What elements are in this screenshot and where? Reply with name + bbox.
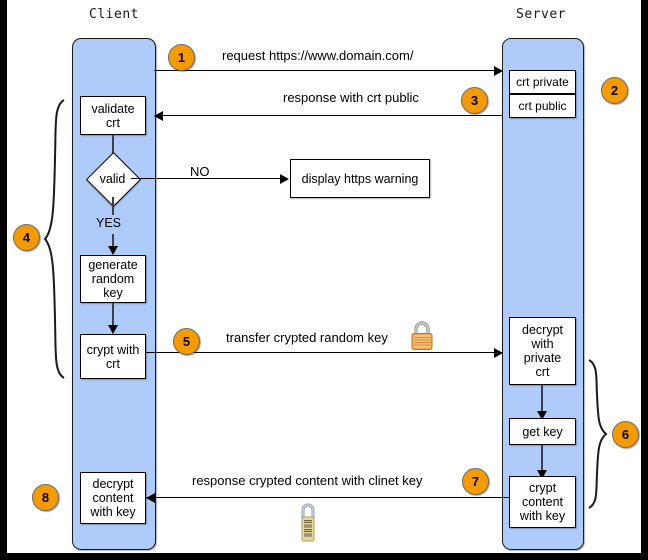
- brace-server-group: [588, 359, 608, 509]
- process-crt-public-label: crt public: [518, 99, 567, 113]
- connector-validate-to-valid: [112, 135, 114, 160]
- process-display-https-warning-label: display https warning: [301, 171, 419, 186]
- badge-step-4[interactable]: 4: [13, 224, 40, 251]
- process-crt-private[interactable]: crt private: [509, 70, 576, 94]
- frame-border-bottom: [0, 553, 648, 560]
- message-response-arrowhead: [154, 111, 163, 121]
- branch-yes-label: YES: [96, 216, 122, 230]
- connector-generate-to-crypt: [112, 303, 114, 327]
- message-transfer-label: transfer crypted random key: [226, 330, 388, 345]
- message-content-label: response crypted content with clinet key: [192, 473, 423, 488]
- lifeline-server: [502, 38, 584, 550]
- branch-yes-line-upper: [112, 197, 114, 215]
- badge-step-2[interactable]: 2: [601, 77, 628, 104]
- process-crt-public[interactable]: crt public: [509, 94, 576, 118]
- message-response-label: response with crt public: [283, 90, 419, 105]
- combination-padlock-icon: [301, 503, 315, 542]
- message-transfer-line: [146, 352, 502, 353]
- lane-title-server: Server: [516, 7, 566, 22]
- frame-border-right: [641, 0, 648, 560]
- connector-getkey-to-crypt: [541, 445, 543, 472]
- badge-step-6[interactable]: 6: [612, 421, 639, 448]
- lane-title-client: Client: [89, 7, 139, 22]
- message-response-line: [154, 115, 502, 116]
- connector-decrypt-to-getkey: [541, 385, 543, 413]
- branch-no-label: NO: [190, 164, 210, 179]
- badge-step-1[interactable]: 1: [168, 44, 195, 71]
- decision-valid-label: valid: [99, 171, 126, 186]
- process-display-https-warning[interactable]: display https warning: [290, 159, 430, 198]
- connector-generate-to-crypt-arrowhead: [108, 325, 118, 334]
- message-request-label: request https://www.domain.com/: [222, 48, 414, 63]
- connector-getkey-to-crypt-arrowhead: [537, 470, 547, 479]
- badge-step-5[interactable]: 5: [173, 328, 200, 355]
- badge-step-3[interactable]: 3: [461, 87, 488, 114]
- branch-no-line: [131, 178, 281, 179]
- message-request-line: [154, 70, 502, 71]
- branch-yes-arrowhead: [108, 246, 118, 255]
- message-request-arrowhead: [494, 66, 503, 76]
- process-crt-private-label: crt private: [516, 75, 569, 89]
- badge-step-7[interactable]: 7: [462, 468, 489, 495]
- message-content-line: [146, 497, 509, 498]
- connector-decrypt-to-getkey-arrowhead: [537, 411, 547, 420]
- padlock-icon: [411, 321, 433, 350]
- badge-step-8[interactable]: 8: [32, 484, 59, 511]
- branch-yes-line-lower: [112, 234, 114, 248]
- message-transfer-arrowhead: [494, 348, 503, 358]
- brace-client-group: [43, 99, 65, 379]
- process-get-key[interactable]: get key: [509, 418, 576, 445]
- message-content-arrowhead: [146, 493, 155, 503]
- branch-no-arrowhead: [280, 174, 289, 184]
- frame-border-left: [0, 0, 7, 560]
- process-get-key-label: get key: [522, 424, 563, 439]
